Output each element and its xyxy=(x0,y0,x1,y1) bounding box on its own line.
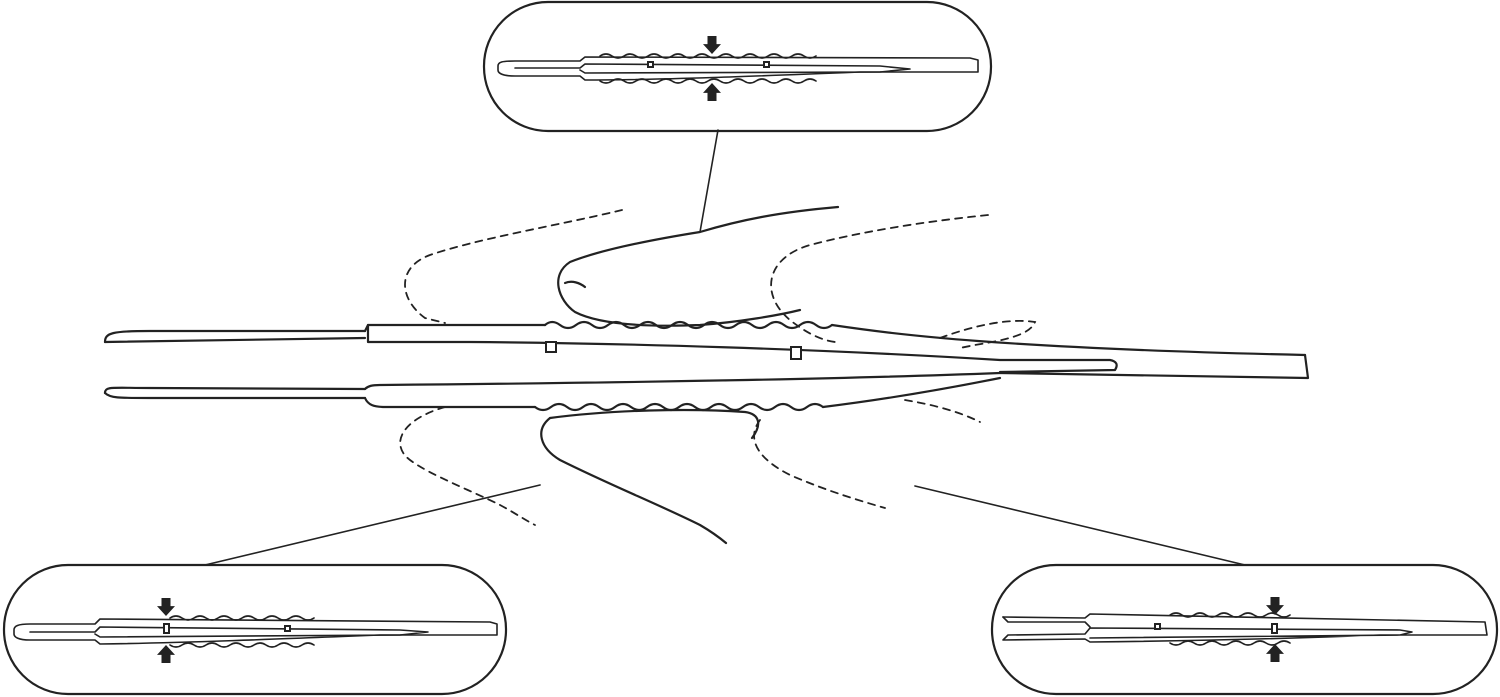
up-arrow-icon xyxy=(703,83,721,101)
leader-line-left xyxy=(204,484,541,566)
callout-bottom-right xyxy=(990,563,1499,696)
callout-top xyxy=(482,0,993,133)
callout-bottom-left xyxy=(2,563,508,696)
leader-line-right xyxy=(914,485,1246,566)
lower-finger xyxy=(540,408,760,545)
callout-forceps-left xyxy=(13,615,498,648)
callout-forceps-top xyxy=(497,53,979,84)
fingers-dashed xyxy=(399,209,1037,526)
leader-line-top xyxy=(699,129,719,233)
forceps-main xyxy=(103,320,1310,412)
thumb xyxy=(557,205,840,327)
down-arrow-icon xyxy=(703,36,721,54)
up-arrow-icon xyxy=(157,645,175,663)
guide-pin xyxy=(545,341,557,353)
down-arrow-icon xyxy=(157,598,175,616)
callout-forceps-right xyxy=(1002,612,1488,646)
down-arrow-icon xyxy=(1266,597,1284,615)
up-arrow-icon xyxy=(1266,644,1284,662)
guide-hole xyxy=(790,346,802,360)
